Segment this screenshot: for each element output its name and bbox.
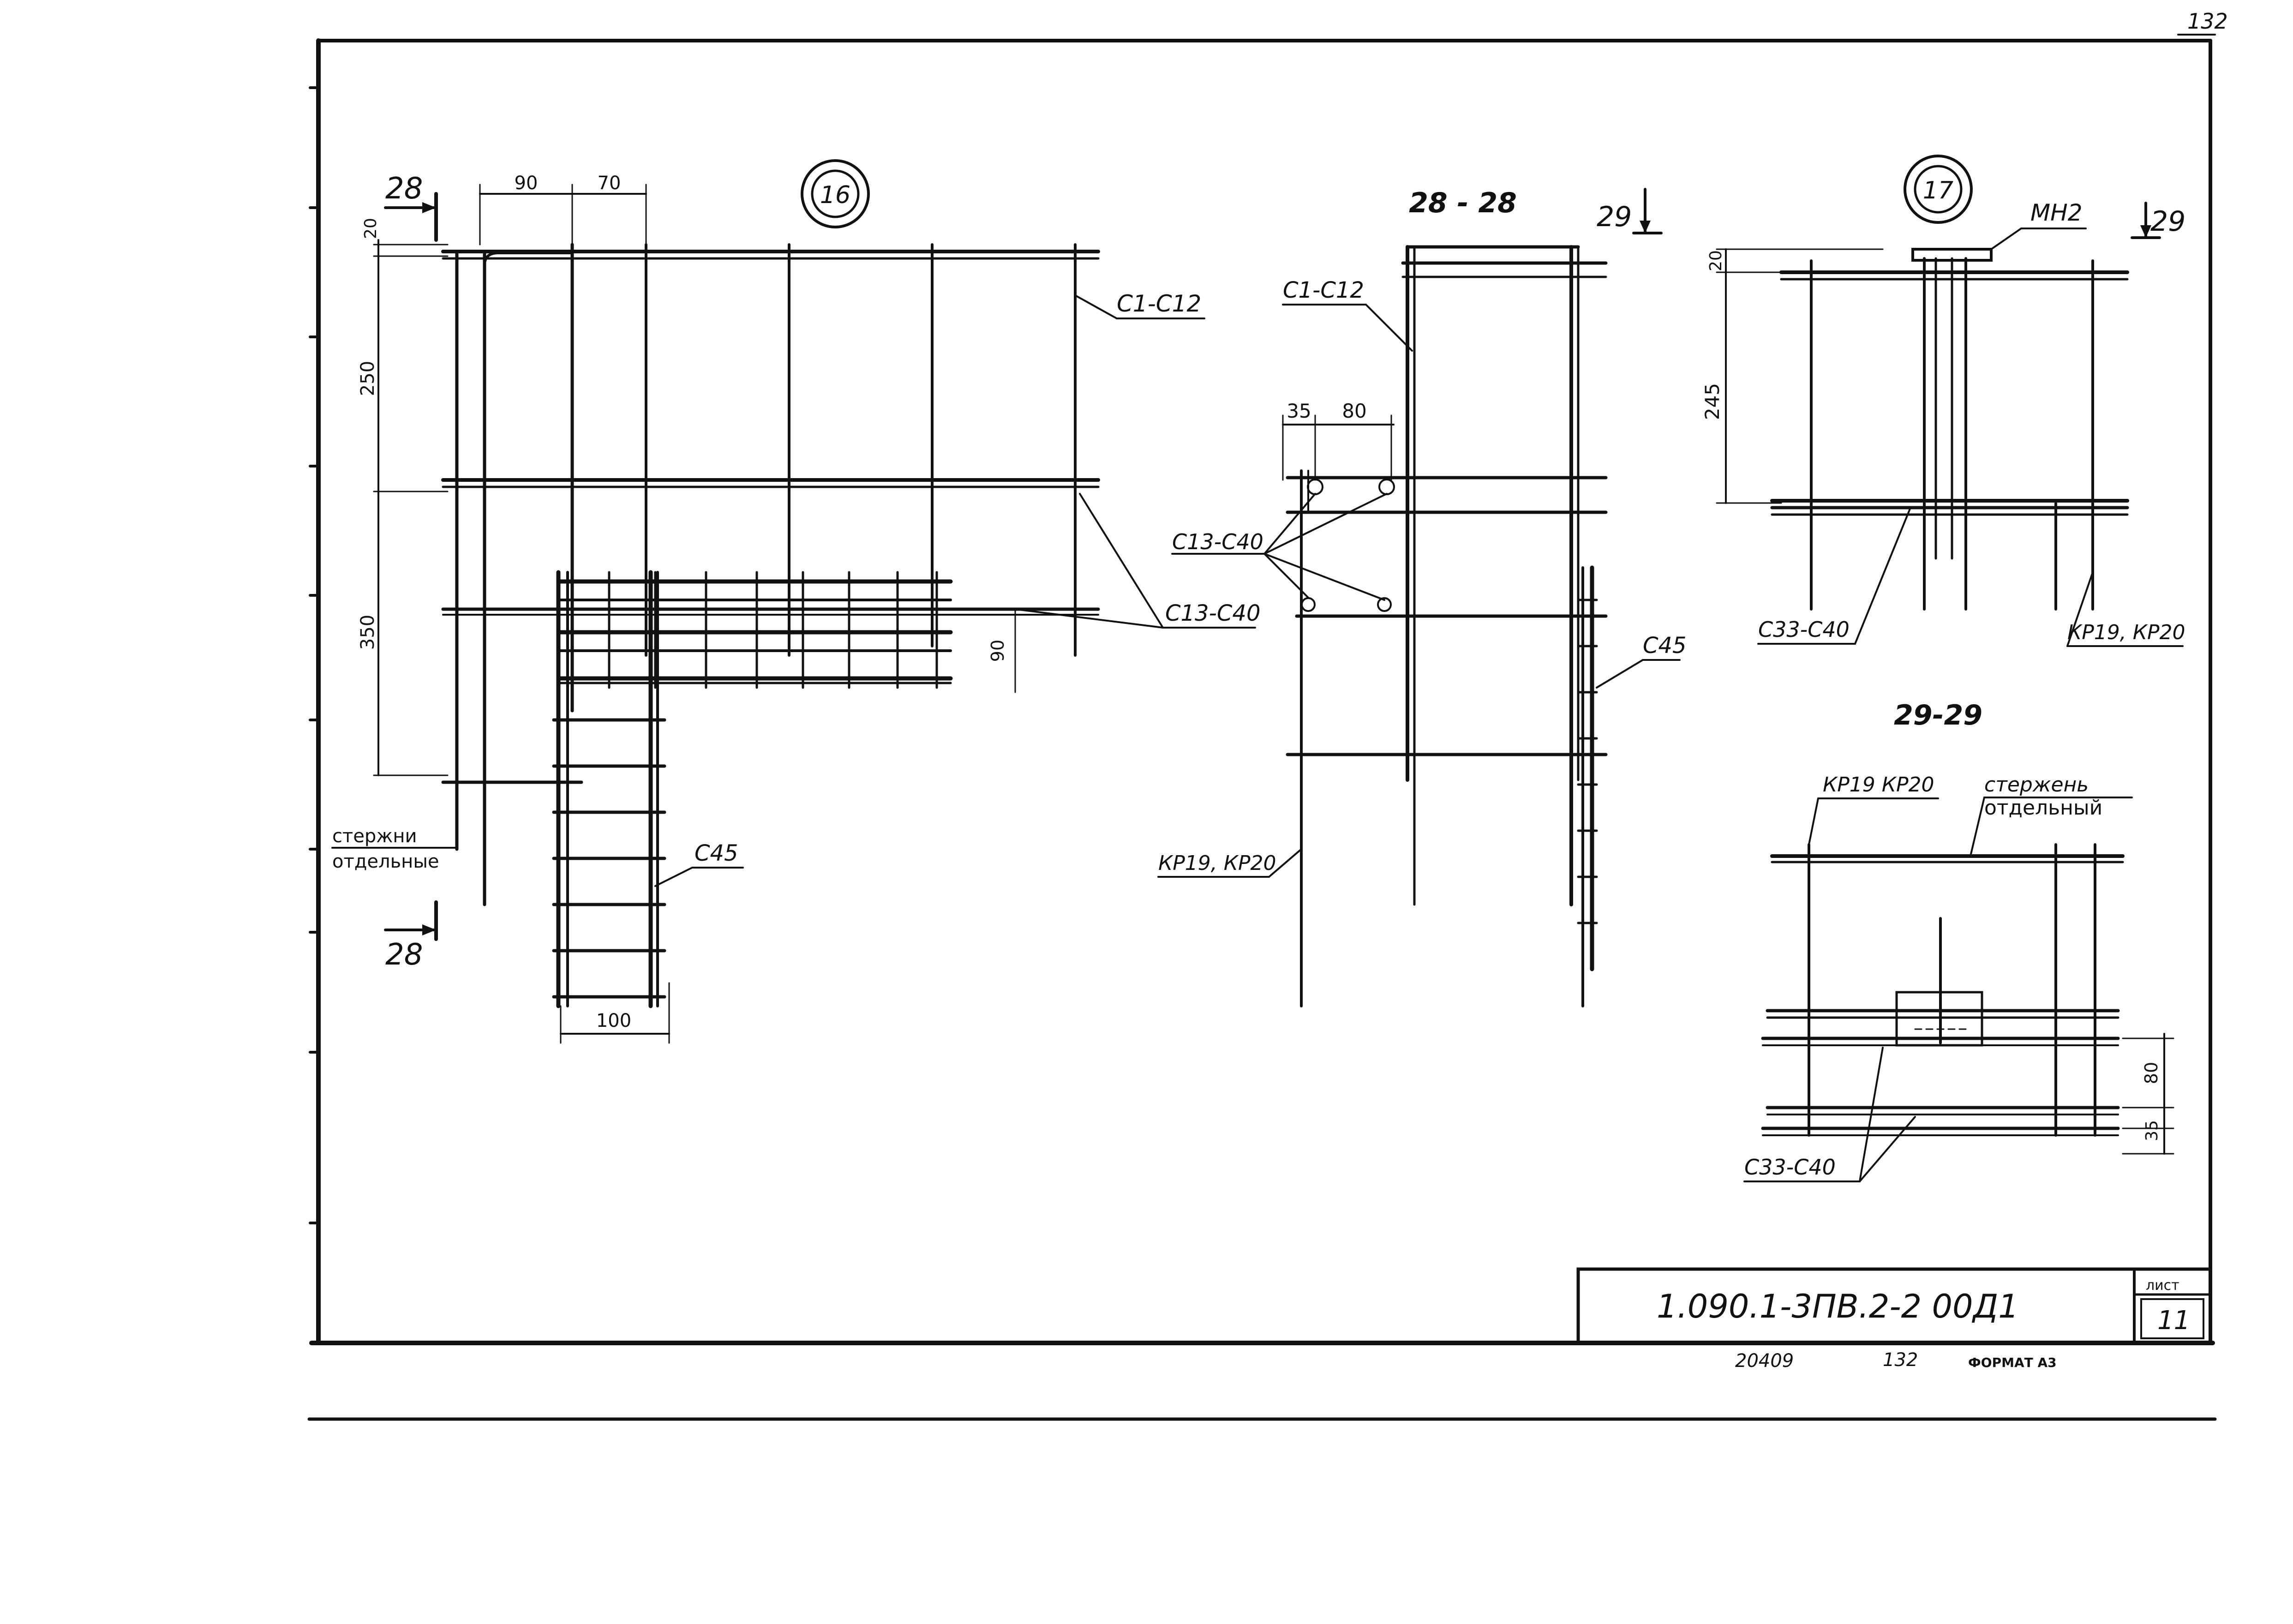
- label-28-c45: С45: [1643, 633, 1687, 659]
- sheet-label: лист: [2146, 1277, 2179, 1294]
- node-16-view: 16 28 28: [331, 159, 1261, 1044]
- dim-35-29: 35: [2143, 1120, 2161, 1141]
- archive-page: 132: [1883, 1349, 1918, 1371]
- dim-20: 20: [1706, 250, 1725, 271]
- drawing-code: 1.090.1-3ПВ.2-2 00Д1: [1657, 1288, 2019, 1325]
- section-29-29-view: 29-29 80 35 КР19 КР20 стерж: [1743, 699, 2174, 1182]
- section-28-28-title: 28 - 28: [1409, 187, 1517, 219]
- node-17-view: 17 29 МН2 20 245 С33-С40: [1701, 155, 2185, 647]
- node-16-title: 16: [820, 181, 850, 209]
- label-29-kr: КР19 КР20: [1823, 773, 1934, 797]
- label-c45: С45: [694, 840, 738, 866]
- label-rods-separate-line2: отдельные: [332, 851, 439, 872]
- label-c13-c40: С13-С40: [1165, 600, 1261, 626]
- section-mark-28-bottom: 28: [385, 938, 423, 972]
- label-28-c1-c12: С1-С12: [1283, 277, 1364, 303]
- node-17-title: 17: [1923, 177, 1953, 204]
- dim-90-right: 90: [988, 640, 1008, 662]
- label-mn2: МН2: [2030, 199, 2083, 226]
- dim-350-left: 350: [357, 615, 378, 650]
- sheet-number: 11: [2157, 1306, 2190, 1336]
- section-28-28-view: 28 - 28 29: [1157, 187, 1687, 1007]
- label-c1-c12: С1-С12: [1117, 290, 1201, 317]
- section-29-29-title: 29-29: [1894, 699, 1982, 731]
- format-label: ФОРМАТ А3: [1968, 1355, 2057, 1370]
- dim-100-bottom: 100: [596, 1010, 631, 1031]
- dim-70-top: 70: [598, 173, 621, 194]
- dim-90-top: 90: [515, 173, 538, 194]
- dim-245: 245: [1701, 383, 1724, 420]
- label-28-kr: КР19, КР20: [1158, 851, 1276, 875]
- dim-20-left: 20: [361, 218, 380, 239]
- label-28-c13-c40: С13-С40: [1172, 529, 1263, 554]
- label-29-rod-line1: стержень: [1984, 773, 2089, 797]
- dim-250-left: 250: [357, 361, 378, 396]
- archive-number: 20409: [1735, 1350, 1794, 1372]
- section-mark-29-right: 29: [2150, 205, 2185, 238]
- page-mark: 132: [2187, 9, 2228, 34]
- title-block: 1.090.1-3ПВ.2-2 00Д1 лист 11 20409 132 Ф…: [1576, 1267, 2212, 1372]
- section-mark-28-top: 28: [385, 172, 423, 206]
- dim-80: 80: [1342, 400, 1366, 422]
- label-29-c33-c40: С33-С40: [1744, 1155, 1836, 1180]
- section-mark-29: 29: [1597, 201, 1632, 233]
- dim-35: 35: [1287, 400, 1311, 422]
- dim-80-29: 80: [2141, 1062, 2161, 1084]
- label-29-rod-line2: отдельный: [1984, 796, 2102, 820]
- label-rods-separate-line1: стержни: [332, 826, 417, 847]
- label-17-kr: КР19, КР20: [2067, 621, 2185, 644]
- label-17-c33-c40: С33-С40: [1758, 617, 1850, 642]
